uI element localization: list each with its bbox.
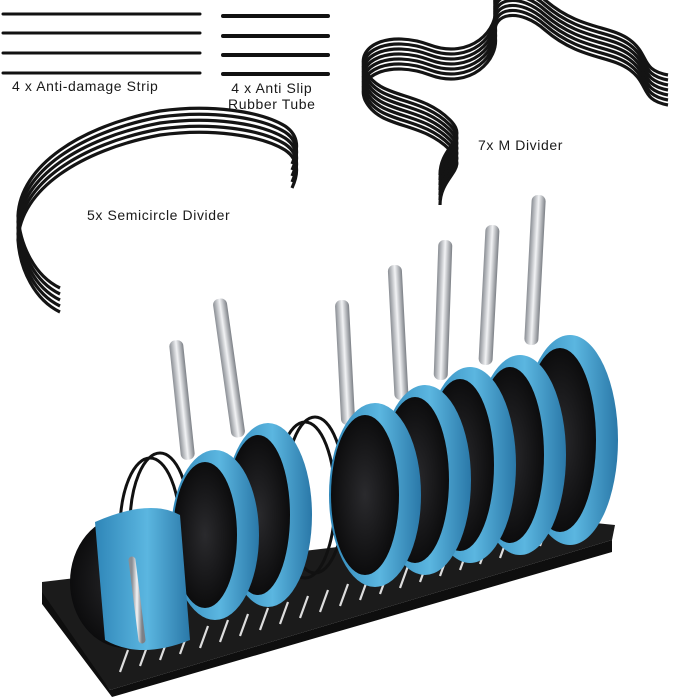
anti-damage-strip-label: 4 x Anti-damage Strip [12, 78, 159, 94]
pans [70, 195, 618, 650]
anti-slip-tubes [221, 14, 330, 76]
semicircle-divider-stack [16, 106, 298, 314]
anti-slip-tube-label: 4 x Anti Slip Rubber Tube [228, 80, 316, 112]
m-divider-label: 7x M Divider [478, 137, 563, 153]
saucepan [70, 507, 190, 650]
semicircle-divider-label: 5x Semicircle Divider [87, 207, 231, 223]
anti-slip-tube-label-line2: Rubber Tube [228, 96, 316, 112]
m-divider-stack [361, 0, 669, 206]
pan [169, 340, 259, 620]
pan [329, 300, 421, 587]
anti-damage-strips [1, 12, 202, 75]
anti-slip-tube-label-line1: 4 x Anti Slip [231, 80, 313, 96]
